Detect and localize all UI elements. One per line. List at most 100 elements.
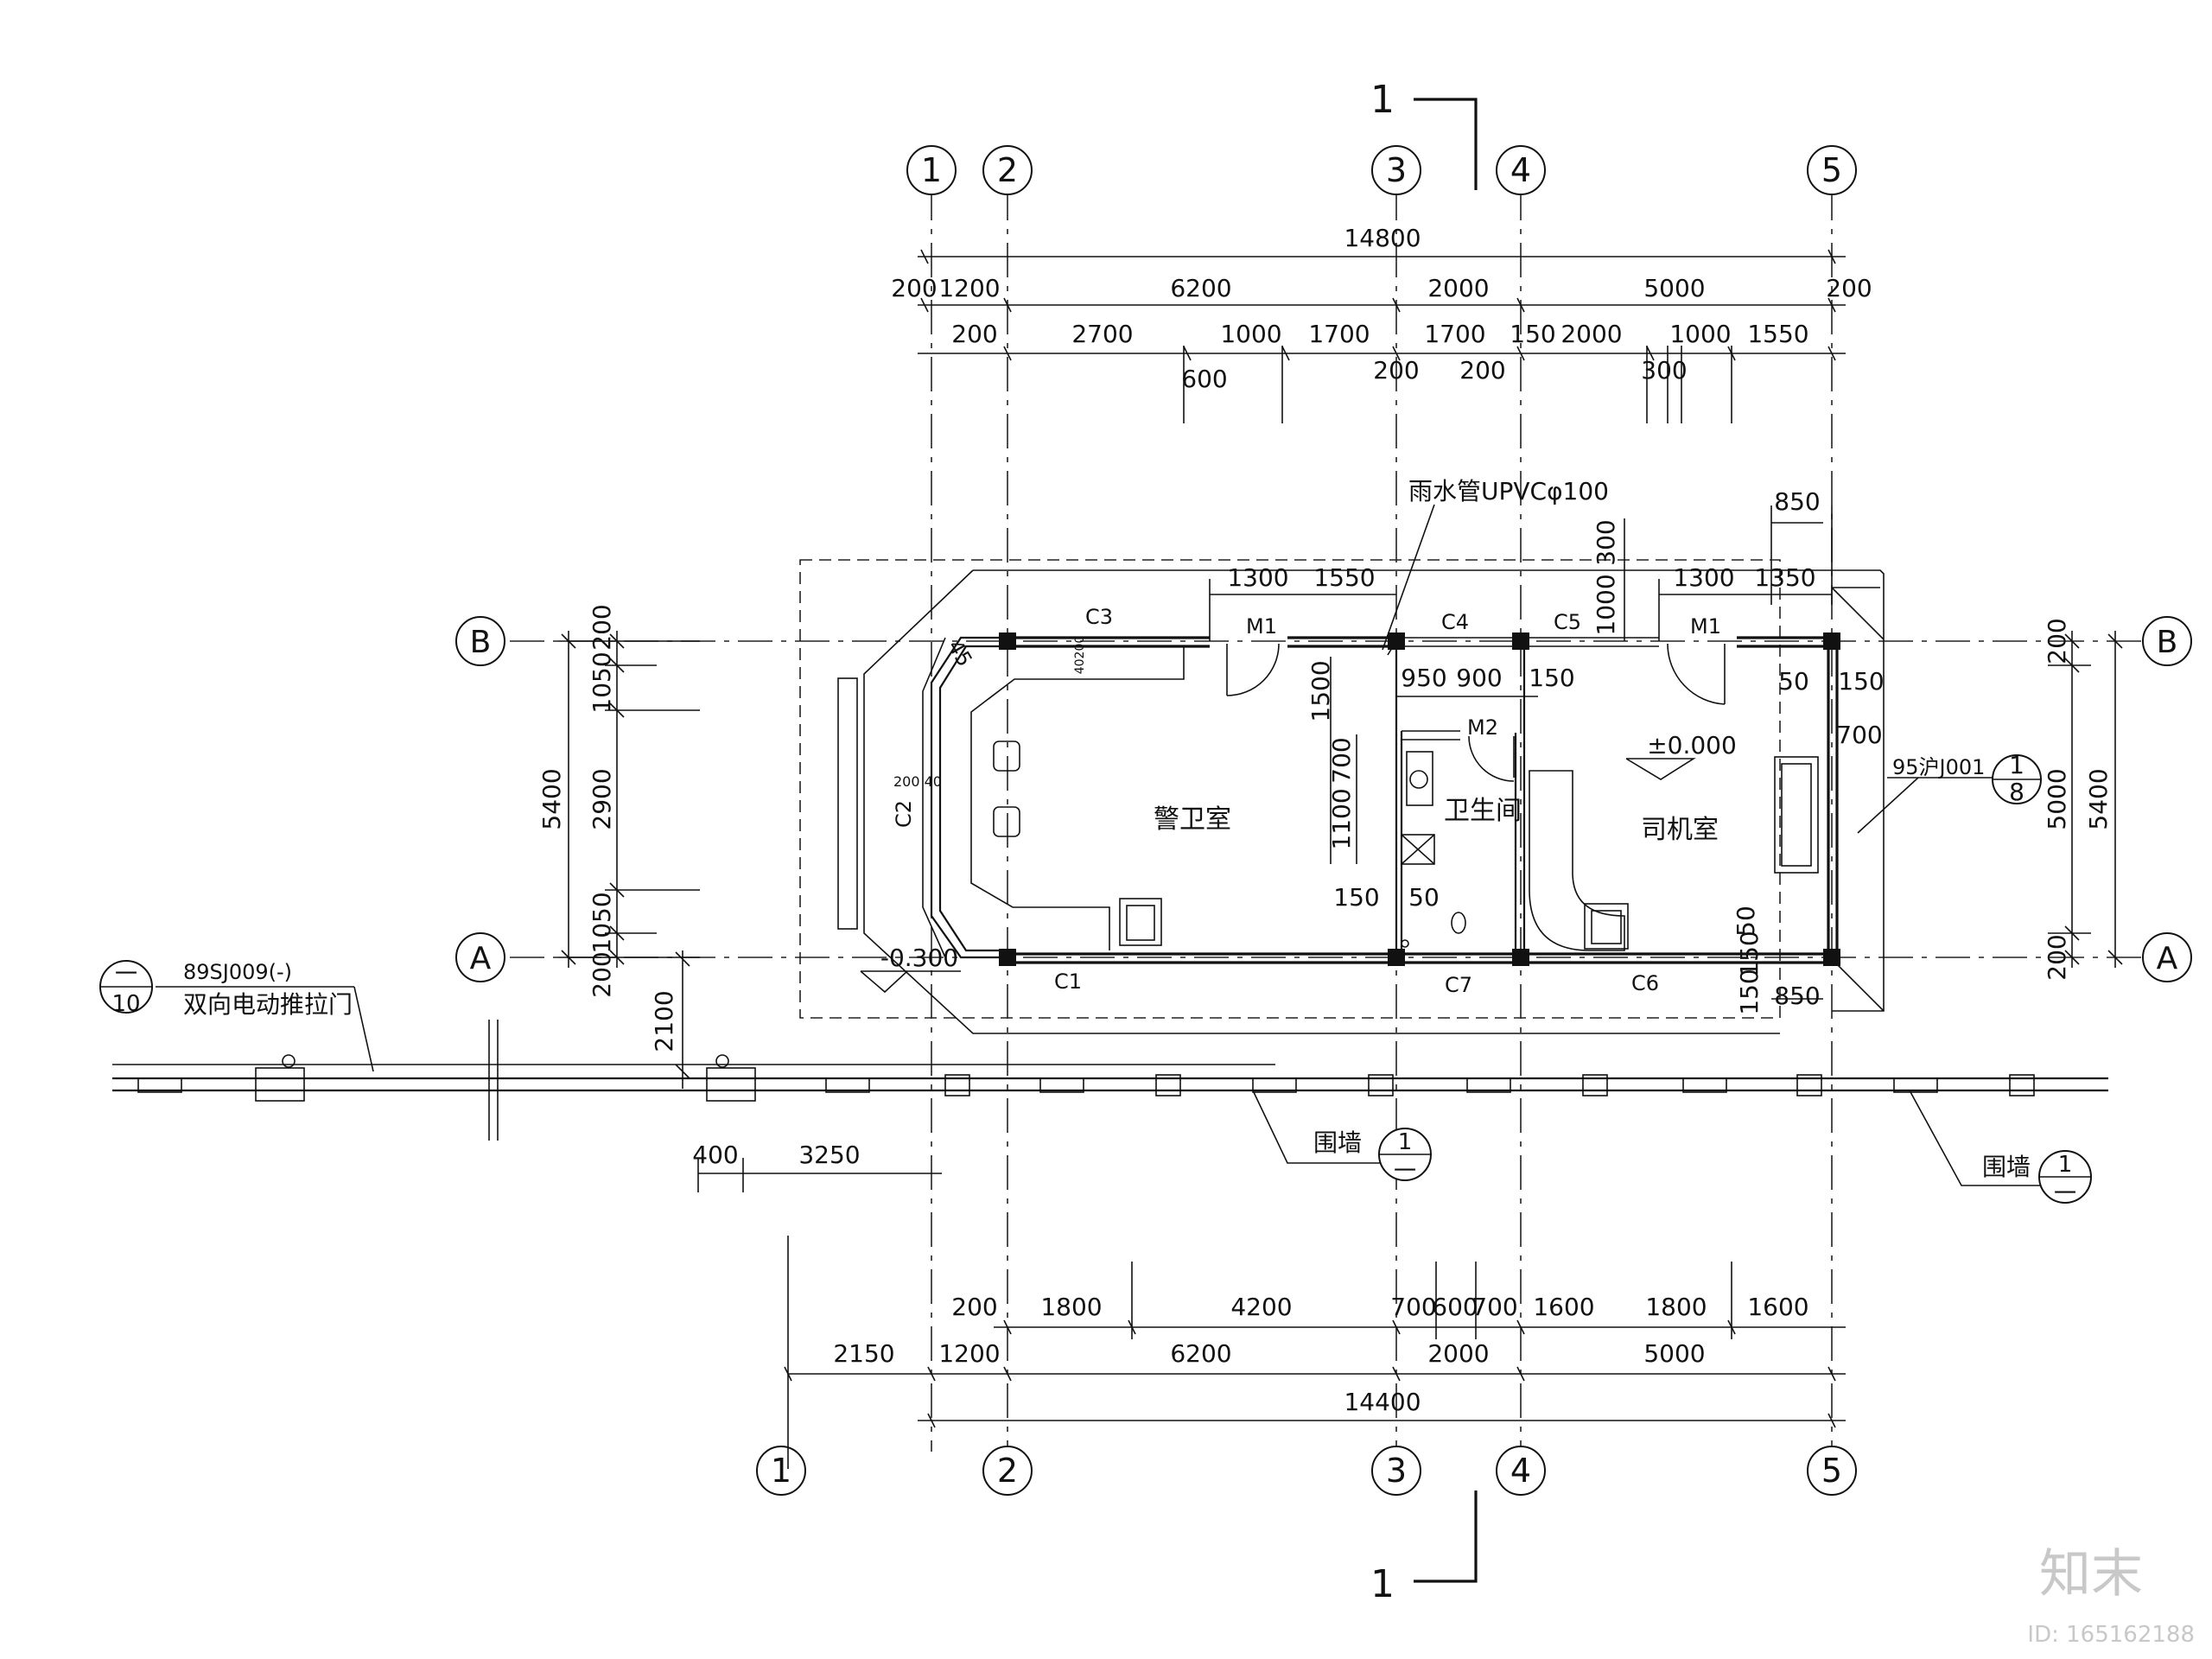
dim-low-200b: 200	[1459, 356, 1505, 385]
dim-b2-5000: 5000	[1643, 1339, 1705, 1368]
dim-b1-1800a: 1800	[1040, 1293, 1102, 1321]
annotations: 雨水管UPVCφ100 ±0.000 -0.300 95沪J001 1 8 89…	[99, 477, 2092, 1207]
section-mark-bottom: 1	[1370, 1491, 1478, 1606]
dim-right-5000: 5000	[2043, 768, 2071, 830]
dim-top-6200: 6200	[1170, 274, 1231, 302]
roof-outline	[799, 559, 1885, 1034]
dim-b1-700a: 700	[1390, 1293, 1436, 1321]
interior-dimension-lines	[1209, 518, 1832, 864]
furniture	[837, 646, 1819, 951]
note-wall-2: 围墙	[1982, 1153, 2031, 1181]
room-driver: 司机室	[1641, 815, 1719, 845]
exterior-walls	[922, 636, 1839, 964]
dim-left-1050a: 1050	[588, 652, 616, 713]
dim-14800: 14800	[1344, 224, 1421, 252]
dim-b1-1800b: 1800	[1645, 1293, 1707, 1321]
axis-A-label-right: A	[2157, 941, 2178, 976]
label-c4: C4	[1441, 610, 1469, 634]
label-m1-right: M1	[1690, 614, 1721, 639]
watermark-brand: 知末	[2039, 1544, 2143, 1605]
dim-toilet-150: 150	[1333, 883, 1379, 912]
dim-1500: 1500	[1306, 660, 1335, 721]
dim-side-850a: 850	[1774, 487, 1820, 516]
label-m2: M2	[1467, 715, 1498, 740]
dim-r3-150: 150	[1510, 320, 1555, 348]
watermark: 知末 ID: 165162188	[2027, 1544, 2195, 1648]
axis-3-label-top: 3	[1386, 151, 1407, 189]
dim-left-5400: 5400	[537, 768, 566, 830]
doors	[1226, 643, 1726, 782]
note-c3-40200: 40200	[1073, 636, 1087, 675]
top-dimension-text: 14800 200 1200 6200 2000 5000 200 200 27…	[891, 224, 1872, 393]
dim-r3-1000a: 1000	[1220, 320, 1281, 348]
axis-3-label-bottom: 3	[1386, 1452, 1407, 1490]
dim-top-1200: 1200	[938, 274, 1000, 302]
dim-700-toilet: 700	[1327, 737, 1356, 783]
note-c2-200-40: 200 40	[893, 773, 942, 790]
left-dimension-text: 5400 200 1050 2900 1050 200 2100	[537, 604, 678, 1052]
dim-r3-1700b: 1700	[1424, 320, 1485, 348]
label-c5: C5	[1554, 610, 1581, 634]
bottom-dimension-text: 400 3250 200 1800 4200 700 600 700 1600 …	[692, 1141, 1808, 1416]
dim-top-5000: 5000	[1643, 274, 1705, 302]
dim-r3-2000: 2000	[1560, 320, 1622, 348]
right-dimension-text: 5400 5000 200 200 850 150 700 50 150 50 …	[1732, 487, 2113, 1015]
dim-b1-4200: 4200	[1230, 1293, 1292, 1321]
detail-ref-num: 1	[2009, 751, 2024, 779]
dim-right-200b: 200	[2043, 934, 2071, 980]
wall-ref-den-1: 一	[1394, 1159, 1416, 1185]
wall-ref-num-1: 1	[1398, 1129, 1413, 1155]
detail-ref-den: 8	[2009, 778, 2024, 806]
room-toilet: 卫生间	[1444, 796, 1522, 826]
section-label-bottom: 1	[1370, 1562, 1395, 1606]
opening-labels: C3 C4 C5 M1 M1 M2 C2 C1 C7 C6	[892, 605, 1721, 997]
dim-win-1350: 1350	[1754, 563, 1815, 592]
axis-1-label-top: 1	[921, 151, 942, 189]
dim-left-200b: 200	[588, 951, 616, 997]
dim-14400: 14400	[1344, 1388, 1421, 1416]
axis-2-label-top: 2	[997, 151, 1018, 189]
dim-950: 950	[1401, 664, 1446, 692]
axis-B-label-left: B	[470, 625, 492, 660]
dim-v-300: 300	[1592, 519, 1620, 565]
dim-low-300: 300	[1641, 356, 1687, 385]
dim-left-200a: 200	[588, 604, 616, 650]
dim-side-50a: 50	[1778, 667, 1809, 696]
label-c2: C2	[892, 800, 916, 828]
dim-low-200a: 200	[1373, 356, 1419, 385]
right-dimension-lines	[1770, 505, 2123, 1000]
room-labels: 警卫室 卫生间 司机室	[1154, 796, 1719, 845]
wall-ref-den-2: 一	[2054, 1181, 2076, 1207]
dim-top-200b: 200	[1826, 274, 1872, 302]
dim-side-150b: 150	[1735, 969, 1764, 1014]
grid-bubbles-side: B A B A	[455, 616, 2192, 982]
note-wall-1: 围墙	[1313, 1128, 1362, 1157]
dim-b2-2000: 2000	[1427, 1339, 1489, 1368]
left-dimension-lines	[558, 631, 700, 1089]
interior-dimension-text: 1300 1550 1300 1350 300 1000 950 900 150…	[893, 519, 1816, 912]
dim-side-850b: 850	[1774, 982, 1820, 1010]
axis-4-label-top: 4	[1510, 151, 1531, 189]
label-m1-left: M1	[1246, 614, 1277, 639]
structural-columns	[999, 632, 1840, 966]
dim-v-1000: 1000	[1592, 574, 1620, 635]
dim-r3-2700: 2700	[1071, 320, 1133, 348]
dim-r3-200: 200	[951, 320, 997, 348]
axis-A-label-left: A	[470, 941, 492, 976]
dim-r3-1000b: 1000	[1669, 320, 1731, 348]
dim-win-1300a: 1300	[1227, 563, 1288, 592]
axis-5-label-bottom: 5	[1821, 1452, 1842, 1490]
dim-top-2000: 2000	[1427, 274, 1489, 302]
note-outside-level: -0.300	[880, 944, 958, 972]
wall-ref-num-2: 1	[2058, 1152, 2073, 1178]
note-floor-level: ±0.000	[1647, 731, 1737, 760]
dim-b2-1200: 1200	[938, 1339, 1000, 1368]
dim-b1-600: 600	[1432, 1293, 1478, 1321]
gate-and-fence	[112, 1020, 2108, 1141]
note-rain-pipe: 雨水管UPVCφ100	[1408, 477, 1609, 505]
dim-win-1300b: 1300	[1673, 563, 1734, 592]
dim-right-200a: 200	[2043, 618, 2071, 664]
gate-ref-num: 一	[115, 962, 137, 988]
label-c7: C7	[1445, 973, 1472, 997]
